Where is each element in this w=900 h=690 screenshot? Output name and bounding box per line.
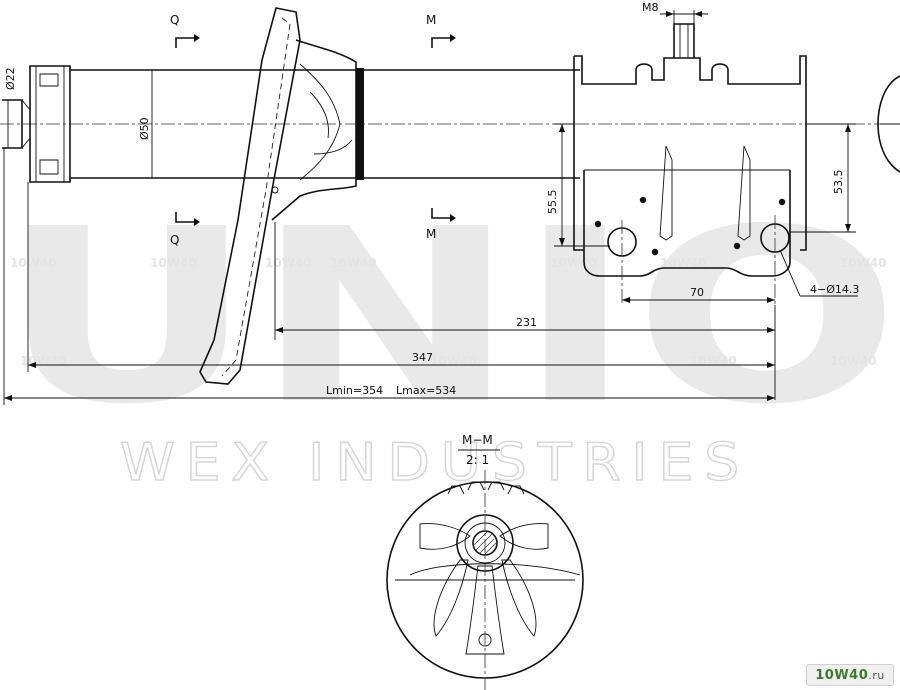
watermark-site-5: 10W40 (550, 256, 597, 270)
knuckle-bracket (573, 55, 807, 305)
watermark-site-4: 10W40 (330, 256, 377, 270)
dim-231-label: 231 (516, 316, 537, 329)
watermark-site-11: 10W40 (830, 354, 877, 368)
watermark-site-7: 10W40 (840, 256, 887, 270)
thread-m8-label: M8 (642, 1, 659, 14)
watermark-site-8: 10W40 (20, 354, 67, 368)
watermark-site-1: 10W40 (10, 256, 57, 270)
logo-name: 10W40 (815, 667, 869, 683)
rod-end: Ø22 (2, 65, 71, 183)
lmin-label: Lmin=354 (326, 384, 383, 397)
dia-22-label: Ø22 (4, 67, 17, 90)
watermark-site-3: 10W40 (265, 256, 312, 270)
dim-55-5-label: 55.5 (546, 190, 559, 215)
section-markers: Q Q M M (170, 13, 456, 247)
bracket-dimensions: 55.5 53.5 70 4−Ø14.3 (546, 123, 859, 303)
section-q-bottom: Q (170, 233, 179, 247)
dim-70-label: 70 (690, 286, 704, 299)
watermark-site-10: 10W40 (690, 354, 737, 368)
dim-53-5-label: 53.5 (832, 170, 845, 195)
m8-stud: M8 (642, 1, 708, 58)
section-m-bottom: M (426, 227, 436, 241)
watermark-company: WEX INDUSTRIES (120, 433, 750, 493)
band-ring (356, 68, 364, 180)
watermark-layer: UNIO WEX INDUSTRIES 10W40 10W40 10W40 10… (0, 177, 900, 494)
watermark-site-9: 10W40 (430, 354, 477, 368)
dia-50-label: Ø50 (138, 117, 151, 140)
site-logo[interactable]: 10W40.ru (806, 664, 894, 686)
spring-seat (199, 7, 357, 385)
section-m-m-view: M−M 2: 1 (386, 433, 584, 690)
watermark-site-6: 10W40 (660, 256, 707, 270)
dim-347-label: 347 (412, 351, 433, 364)
watermark-site-2: 10W40 (150, 256, 197, 270)
section-q-top: Q (170, 13, 179, 27)
lmax-label: Lmax=534 (396, 384, 456, 397)
right-edge-partial-view (877, 75, 900, 173)
section-scale: 2: 1 (466, 453, 489, 467)
body-tube: Ø50 (70, 68, 580, 180)
holes-label: 4−Ø14.3 (810, 283, 859, 296)
logo-suffix: .ru (868, 668, 885, 682)
overall-dimensions: 231 347 Lmin=354 Lmax=534 (3, 148, 776, 405)
section-title: M−M (462, 433, 493, 447)
section-m-top: M (426, 13, 436, 27)
